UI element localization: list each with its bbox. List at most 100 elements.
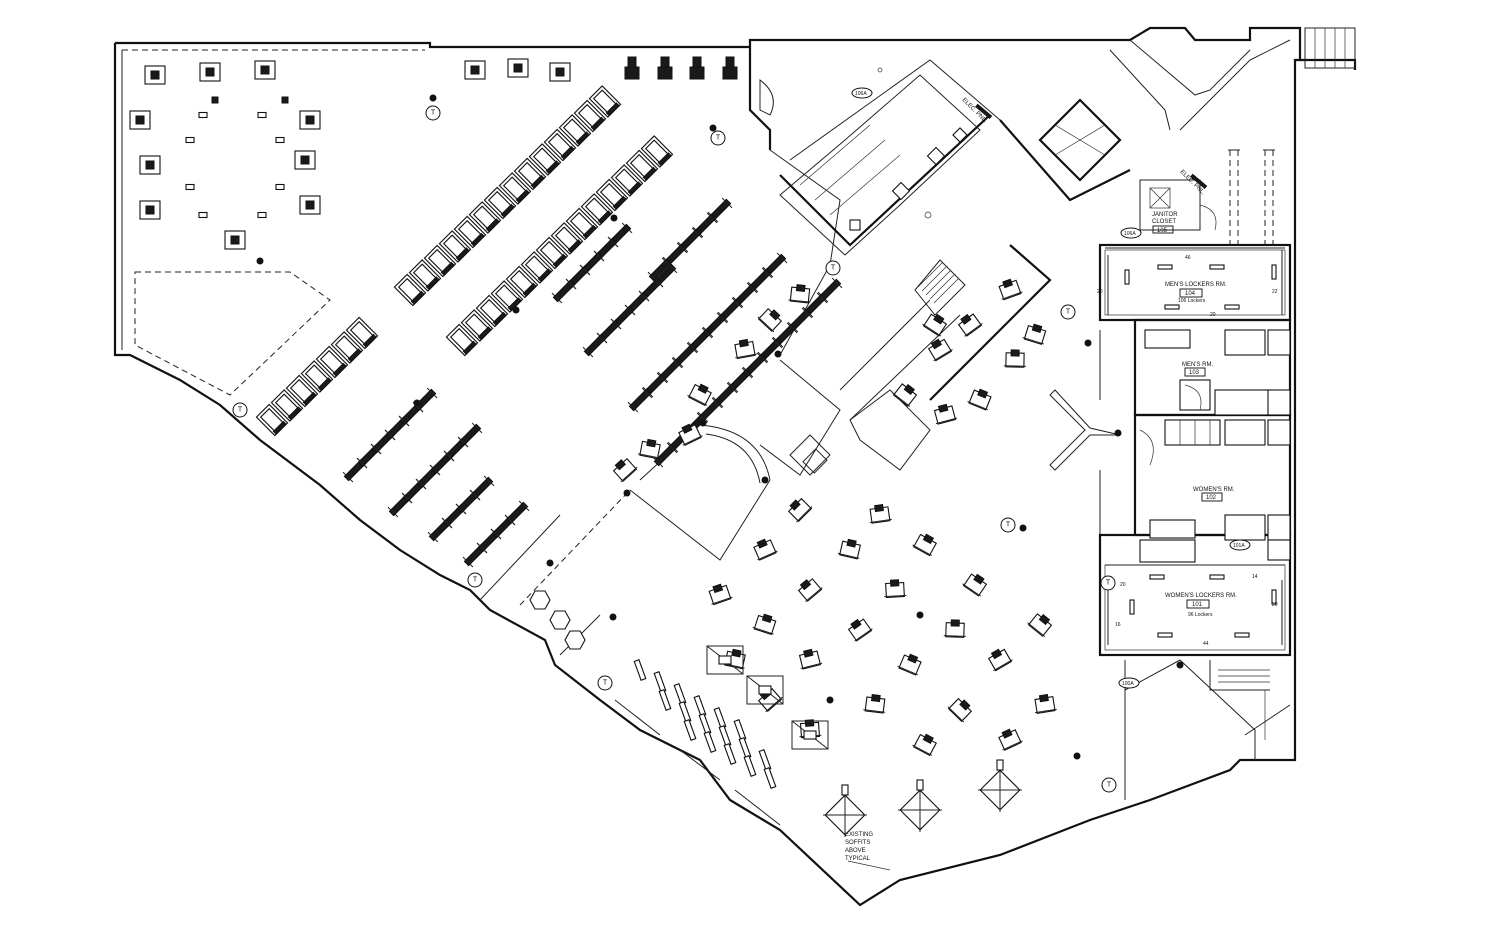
thermostat-label: T (603, 680, 608, 687)
strength-machine (847, 618, 873, 642)
structural-columns (256, 94, 1184, 760)
strength-machine (798, 648, 823, 670)
treadmill (580, 193, 614, 226)
womens-lockers-number: 101 (1192, 602, 1203, 608)
floor-marker (275, 183, 285, 191)
treadmill (475, 294, 509, 328)
treadmill (513, 157, 547, 191)
treadmill (270, 389, 304, 422)
strength-equipment (612, 278, 1057, 837)
exterior-walls (113, 26, 1357, 907)
column (609, 613, 617, 621)
mens-rm-number: 103 (1189, 370, 1200, 376)
bench (763, 767, 777, 789)
thermostat-label: T (1106, 580, 1111, 587)
rack (791, 720, 829, 750)
thermostat-marker: T (825, 260, 841, 276)
strength-machine (199, 62, 221, 82)
treadmill (535, 236, 569, 270)
bench (723, 743, 737, 765)
bike (469, 475, 495, 501)
treadmill (505, 265, 539, 299)
dim-14: 14 (1252, 574, 1258, 580)
strength-machine (708, 583, 733, 606)
tag-101a: 101A (1233, 543, 1245, 549)
bike (551, 278, 577, 304)
strength-machine (722, 56, 738, 80)
treadmill (483, 186, 517, 220)
column (610, 214, 618, 222)
treadmill (393, 273, 427, 307)
strength-machine (892, 383, 918, 407)
strength-machine (897, 653, 922, 676)
strength-machine (129, 110, 151, 130)
strength-machine (657, 56, 673, 80)
dim-20-a: 20 (1097, 289, 1103, 295)
column (623, 489, 631, 497)
strength-machine (464, 60, 486, 80)
floor-marker (257, 211, 267, 219)
column (413, 399, 421, 407)
strength-machine (837, 538, 862, 560)
strength-machine (637, 438, 661, 460)
strength-machine (967, 388, 992, 411)
strength-machine (927, 338, 953, 362)
floor-marker (185, 136, 195, 144)
bike (504, 500, 530, 526)
bike (652, 442, 678, 468)
thermostat-label: T (473, 577, 478, 584)
treadmill-rows (255, 85, 674, 437)
strength-machine (957, 313, 983, 337)
column (1114, 429, 1122, 437)
strength-machine (299, 195, 321, 215)
treadmill (558, 114, 592, 147)
thermostat-marker: T (1101, 777, 1117, 793)
treadmill (255, 403, 289, 437)
bench (743, 755, 757, 777)
strength-machine (294, 150, 316, 170)
floor-marker (198, 111, 208, 119)
column (256, 257, 264, 265)
thermostat-marker: T (1100, 575, 1116, 591)
dim-20-d: 20 (1272, 602, 1278, 608)
tag-106a-b: 106A (1124, 231, 1136, 237)
treadmill (345, 316, 379, 350)
mens-lockers-label: MEN'S LOCKERS RM. (1165, 282, 1227, 288)
marker-square (281, 96, 289, 104)
column (916, 611, 924, 619)
floor-marker (185, 183, 195, 191)
thermostat-marker: T (425, 105, 441, 121)
treadmill (468, 201, 502, 234)
strength-machine (962, 573, 988, 597)
mens-lockers-number: 104 (1185, 291, 1196, 297)
strength-machine (1003, 349, 1026, 368)
strength-machine (757, 688, 783, 713)
column (429, 94, 437, 102)
strength-machine (987, 648, 1013, 672)
strength-machine (869, 503, 892, 524)
thermostat-marker: T (1060, 304, 1076, 320)
womens-lockers-note: 96 Lockers (1188, 612, 1213, 618)
treadmill (588, 85, 622, 118)
thermostat-label: T (716, 135, 721, 142)
mens-rm-label: MEN'S RM. (1182, 362, 1213, 368)
strength-machine (687, 383, 712, 407)
soffit-note-1: EXISTING (845, 832, 873, 838)
column (774, 350, 782, 358)
strength-machine (734, 338, 757, 360)
strength-machine (299, 110, 321, 130)
column (709, 124, 717, 132)
strength-machine (507, 58, 529, 78)
dim-46: 46 (1185, 255, 1191, 261)
bench (658, 689, 672, 711)
strength-machine (1034, 693, 1057, 714)
treadmill (438, 230, 472, 263)
dim-44: 44 (1203, 641, 1209, 647)
treadmill (550, 222, 584, 255)
treadmill (610, 164, 644, 197)
bike (657, 357, 683, 383)
strength-machine (863, 694, 886, 714)
column (1084, 339, 1092, 347)
soffit-note-3: ABOVE (845, 848, 866, 854)
